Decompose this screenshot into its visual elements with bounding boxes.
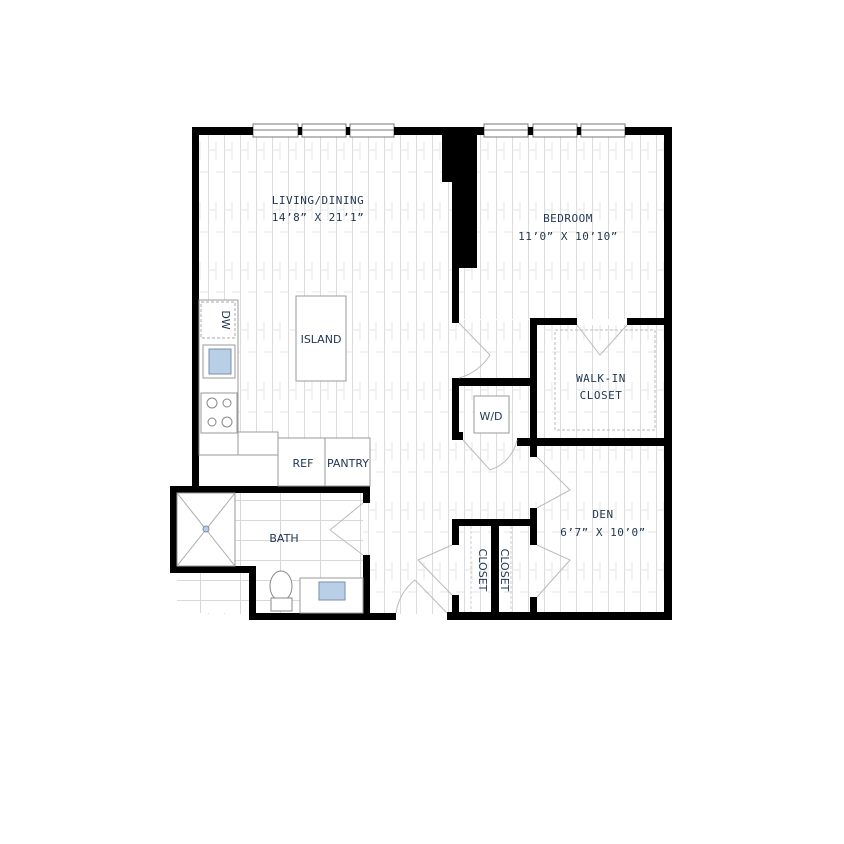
wd-label: W/D	[479, 410, 502, 423]
den-dims: 6’7” X 10’0”	[560, 526, 645, 539]
pantry-label: PANTRY	[327, 457, 369, 470]
closet-b-name: CLOSET	[498, 549, 511, 592]
walkin-shelf	[554, 329, 656, 431]
dishwasher: DW	[200, 301, 236, 339]
island: ISLAND	[295, 295, 347, 382]
windows	[252, 123, 626, 138]
ref-label: REF	[293, 457, 314, 470]
pantry: PANTRY	[324, 437, 371, 487]
bedroom-name: BEDROOM	[543, 212, 593, 225]
kitchen-sink	[202, 344, 236, 379]
living-name: LIVING/DINING	[272, 194, 365, 207]
living-dims: 14’8” X 21’1”	[272, 211, 365, 224]
walkin-floor	[537, 325, 664, 439]
bedroom-floor	[458, 134, 664, 319]
hall-floor	[370, 320, 540, 614]
cooktop	[200, 392, 238, 434]
bedroom-dims: 11’0” X 10’10”	[518, 230, 618, 243]
walkin-name-line1: WALK-IN	[576, 372, 626, 385]
island-label: ISLAND	[301, 333, 342, 346]
refrigerator: REF	[277, 437, 326, 487]
washer-dryer: W/D	[473, 395, 510, 434]
walls	[170, 127, 672, 620]
bath-name: BATH	[269, 532, 298, 545]
door-swings	[329, 322, 628, 614]
toilet	[269, 570, 293, 612]
den-name: DEN	[592, 508, 613, 521]
shower	[176, 492, 236, 567]
dw-label: DW	[219, 310, 232, 329]
closet-a-name: CLOSET	[476, 549, 489, 592]
walkin-name-line2: CLOSET	[580, 389, 623, 402]
den-floor	[537, 446, 664, 613]
vanity	[299, 577, 364, 614]
